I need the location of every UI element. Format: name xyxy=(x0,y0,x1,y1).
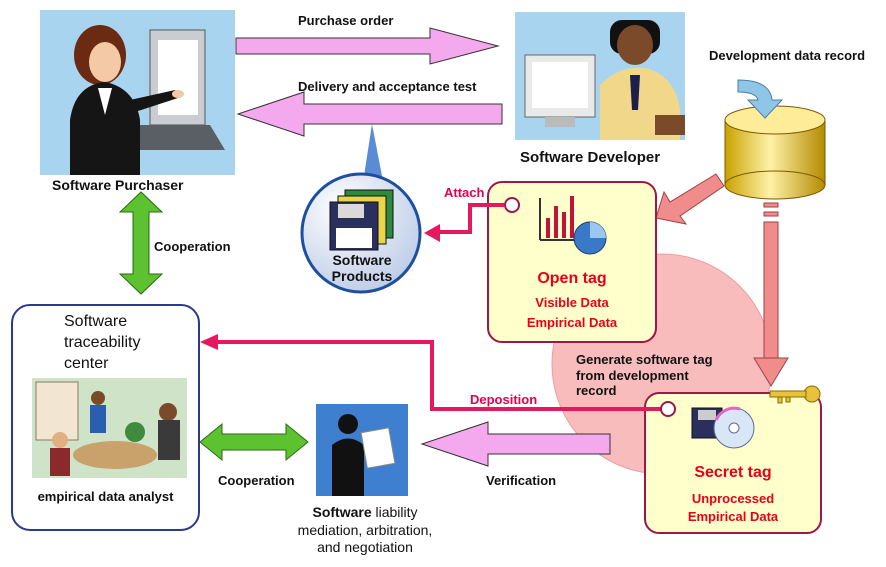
developer-label: Software Developer xyxy=(520,149,661,166)
products-line2: Products xyxy=(331,268,393,285)
secret-tag-connector xyxy=(660,401,676,417)
open-tag-connector xyxy=(504,197,520,213)
attach-label: Attach xyxy=(444,185,485,200)
delivery-label: Delivery and acceptance test xyxy=(298,79,477,94)
open-tag-title: Open tag xyxy=(537,270,607,287)
delivery-arrow xyxy=(236,91,503,137)
delivery-beam xyxy=(364,124,382,176)
open-tag-line1: Visible Data xyxy=(535,295,609,310)
open-tag-box xyxy=(487,181,657,343)
generate-line3: record xyxy=(576,383,617,399)
generate-line2: from development xyxy=(576,367,689,383)
attach-line xyxy=(440,203,504,234)
purchaser-label: Software Purchaser xyxy=(52,177,184,193)
cooperation-bottom-label: Cooperation xyxy=(218,473,295,488)
center-line1: Software xyxy=(64,313,128,330)
meeting-illustration xyxy=(32,378,187,478)
products-label: Software Products xyxy=(324,252,400,284)
floppy-stack-icon xyxy=(329,189,394,251)
center-title: Software traceability center xyxy=(64,312,140,374)
deposition-label: Deposition xyxy=(470,392,538,407)
cooperation-top-label: Cooperation xyxy=(154,239,231,254)
analyst-label: empirical data analyst xyxy=(37,489,174,504)
liability-illustration xyxy=(316,404,408,496)
key-icon xyxy=(769,385,821,404)
dev-record-label: Development data record xyxy=(709,48,866,63)
generate-label: Generate software tag from development r… xyxy=(576,352,713,399)
liability-line3: and negotiation xyxy=(317,539,413,555)
verification-label: Verification xyxy=(486,473,557,488)
generate-line1: Generate software tag xyxy=(576,352,713,367)
attach-arrowhead xyxy=(424,224,440,242)
secret-tag-line1: Unprocessed xyxy=(691,491,775,506)
center-line3: center xyxy=(64,354,109,372)
disc-icon xyxy=(691,406,755,449)
cooperation-arrow-horizontal xyxy=(199,422,309,462)
deposition-arrowhead xyxy=(200,334,218,350)
record-to-secret-arrow xyxy=(753,202,789,387)
chart-icon xyxy=(539,196,607,255)
record-curved-arrow xyxy=(737,79,784,119)
verification-arrow xyxy=(420,421,611,467)
liability-bold: Software xyxy=(312,504,372,520)
cooperation-arrow-vertical xyxy=(118,191,164,295)
secret-tag-box xyxy=(644,392,822,534)
liability-line1: Software liability xyxy=(265,504,465,522)
liability-line2: mediation, arbitration, xyxy=(297,521,433,538)
liability-label: Software liability mediation, arbitratio… xyxy=(265,504,465,557)
purchase-order-label: Purchase order xyxy=(298,13,394,28)
secret-tag-line2: Empirical Data xyxy=(687,509,779,524)
deposition-line xyxy=(218,340,662,411)
secret-tag-title: Secret tag xyxy=(694,464,772,481)
developer-illustration xyxy=(515,12,685,140)
products-line1: Software xyxy=(332,252,392,268)
open-tag-line2: Empirical Data xyxy=(526,315,618,330)
record-to-open-arrow xyxy=(655,173,725,225)
purchaser-illustration xyxy=(40,10,235,175)
center-line2: traceability xyxy=(64,333,141,351)
liability-line1-rest: liability xyxy=(371,504,418,520)
database-cylinder xyxy=(724,105,826,200)
purchase-order-arrow xyxy=(235,27,500,65)
